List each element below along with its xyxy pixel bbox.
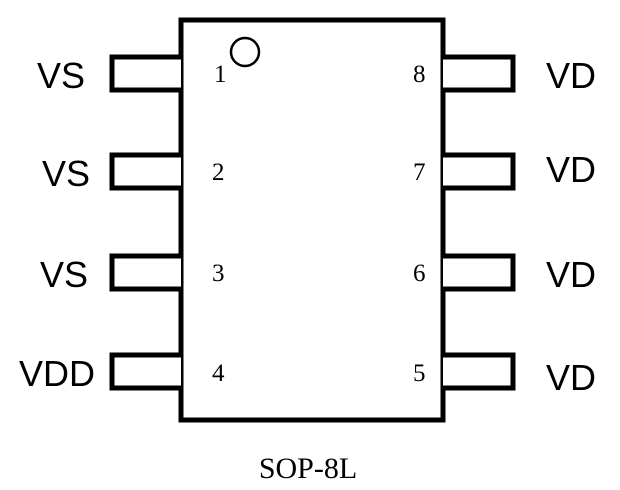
pin-label-3: VS [40,254,88,295]
pin-label-5: VD [546,357,596,398]
lead-pin-5 [443,352,516,391]
package-body [178,17,446,423]
pin-number-5: 5 [413,360,426,387]
lead-pin-8 [443,54,516,93]
pin-number-8: 8 [413,61,426,88]
pin-label-2: VS [42,153,90,194]
lead-pin-2 [109,152,181,191]
lead-pin-1 [109,54,181,93]
pin-number-4: 4 [212,360,225,387]
pin-label-7: VD [546,149,596,190]
pin-number-2: 2 [212,159,225,186]
right-leads [443,54,516,391]
pin-number-1: 1 [214,61,227,88]
lead-pin-4 [109,352,181,391]
left-leads [109,54,181,391]
pin-number-3: 3 [212,260,225,287]
package-name: SOP-8L [259,452,357,485]
pin-label-8: VD [546,55,596,96]
pin-number-6: 6 [413,260,426,287]
pin1-orientation-marker [229,36,261,68]
pin-number-7: 7 [413,159,426,186]
pin-label-4: VDD [19,353,95,394]
pin-label-1: VS [37,55,85,96]
pin-label-6: VD [546,254,596,295]
lead-pin-7 [443,152,516,191]
lead-pin-3 [109,253,181,292]
lead-pin-6 [443,253,516,292]
